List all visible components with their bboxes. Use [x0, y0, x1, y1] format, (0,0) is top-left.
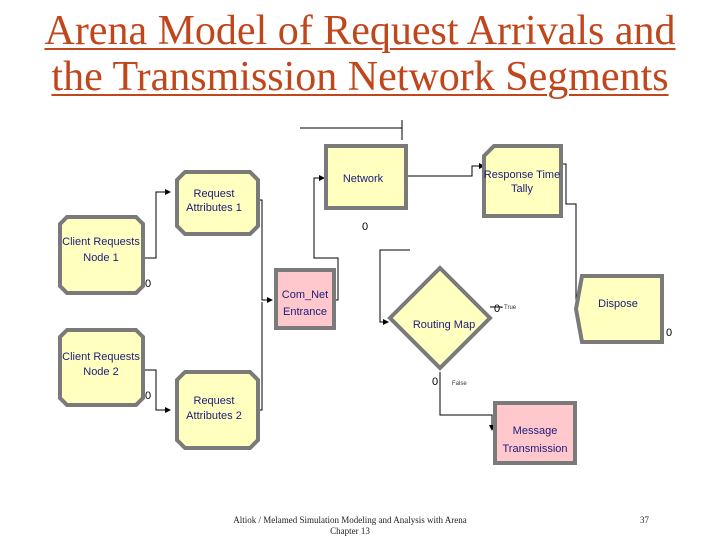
- module-client-requests-1[interactable]: Client Requests Node 1: [58, 215, 145, 295]
- attr2-label-2: Attributes 2: [186, 410, 242, 422]
- module-request-attributes-2[interactable]: Request Attributes 2: [175, 370, 260, 450]
- client1-label-2: Node 1: [83, 252, 118, 264]
- network-label: Network: [343, 173, 384, 185]
- connector-to-routing: [379, 249, 410, 325]
- client1-label-1: Client Requests: [62, 236, 140, 248]
- counter-client2: 0: [145, 390, 151, 402]
- module-routing-map[interactable]: Routing Map: [387, 265, 493, 371]
- connector-attr1-entrance: [258, 199, 273, 303]
- module-message-transmission[interactable]: Message Transmission: [493, 401, 577, 465]
- attr1-label-2: Attributes 1: [186, 202, 242, 214]
- branch-label-true: True: [504, 305, 517, 311]
- module-response-time-tally[interactable]: Response Time Tally: [482, 144, 563, 218]
- counter-client1: 0: [145, 278, 151, 290]
- footer-citation: Altiok / Melamed Simulation Modeling and…: [180, 515, 520, 537]
- client2-label-1: Client Requests: [62, 351, 140, 363]
- slide-title: Arena Model of Request Arrivals and the …: [0, 8, 720, 100]
- counter-network: 0: [362, 221, 368, 233]
- response-label-2: Tally: [511, 183, 534, 195]
- page-number: 37: [640, 515, 649, 525]
- dispose-label: Dispose: [598, 298, 638, 310]
- module-network[interactable]: Network: [324, 144, 408, 210]
- client2-label-2: Node 2: [83, 366, 118, 378]
- attr2-label-1: Request: [194, 395, 235, 407]
- footer-line-1: Altiok / Melamed Simulation Modeling and…: [233, 515, 467, 525]
- connector-routing-true: [490, 306, 503, 308]
- response-label-1: Response Time: [484, 169, 560, 181]
- module-com-net-entrance[interactable]: Com_Net Entrance: [274, 268, 336, 330]
- connector-top-stub: [300, 120, 403, 140]
- module-dispose[interactable]: Dispose: [573, 274, 664, 344]
- module-client-requests-2[interactable]: Client Requests Node 2: [58, 328, 145, 407]
- routing-label: Routing Map: [413, 319, 475, 331]
- entrance-label-2: Entrance: [283, 306, 327, 318]
- title-line-2: the Transmission Network Segments: [51, 54, 669, 100]
- message-label-1: Message: [513, 425, 558, 437]
- connector-client1-attr1: [143, 189, 171, 259]
- counter-dispose: 0: [666, 327, 672, 339]
- attr1-label-1: Request: [194, 188, 235, 200]
- footer-line-2: Chapter 13: [330, 526, 370, 536]
- module-request-attributes-1[interactable]: Request Attributes 1: [175, 170, 260, 236]
- entrance-label-1: Com_Net: [282, 289, 328, 301]
- counter-routing-true: 0: [494, 303, 500, 315]
- title-line-1: Arena Model of Request Arrivals and: [44, 8, 676, 54]
- connector-network-response: [406, 163, 485, 177]
- connector-entrance-network: [313, 175, 339, 301]
- counter-routing-false: 0: [432, 376, 438, 388]
- connector-client2-attr2: [143, 369, 171, 413]
- message-label-2: Transmission: [503, 443, 568, 455]
- branch-label-false: False: [452, 381, 467, 387]
- connector-routing-false: [439, 372, 495, 431]
